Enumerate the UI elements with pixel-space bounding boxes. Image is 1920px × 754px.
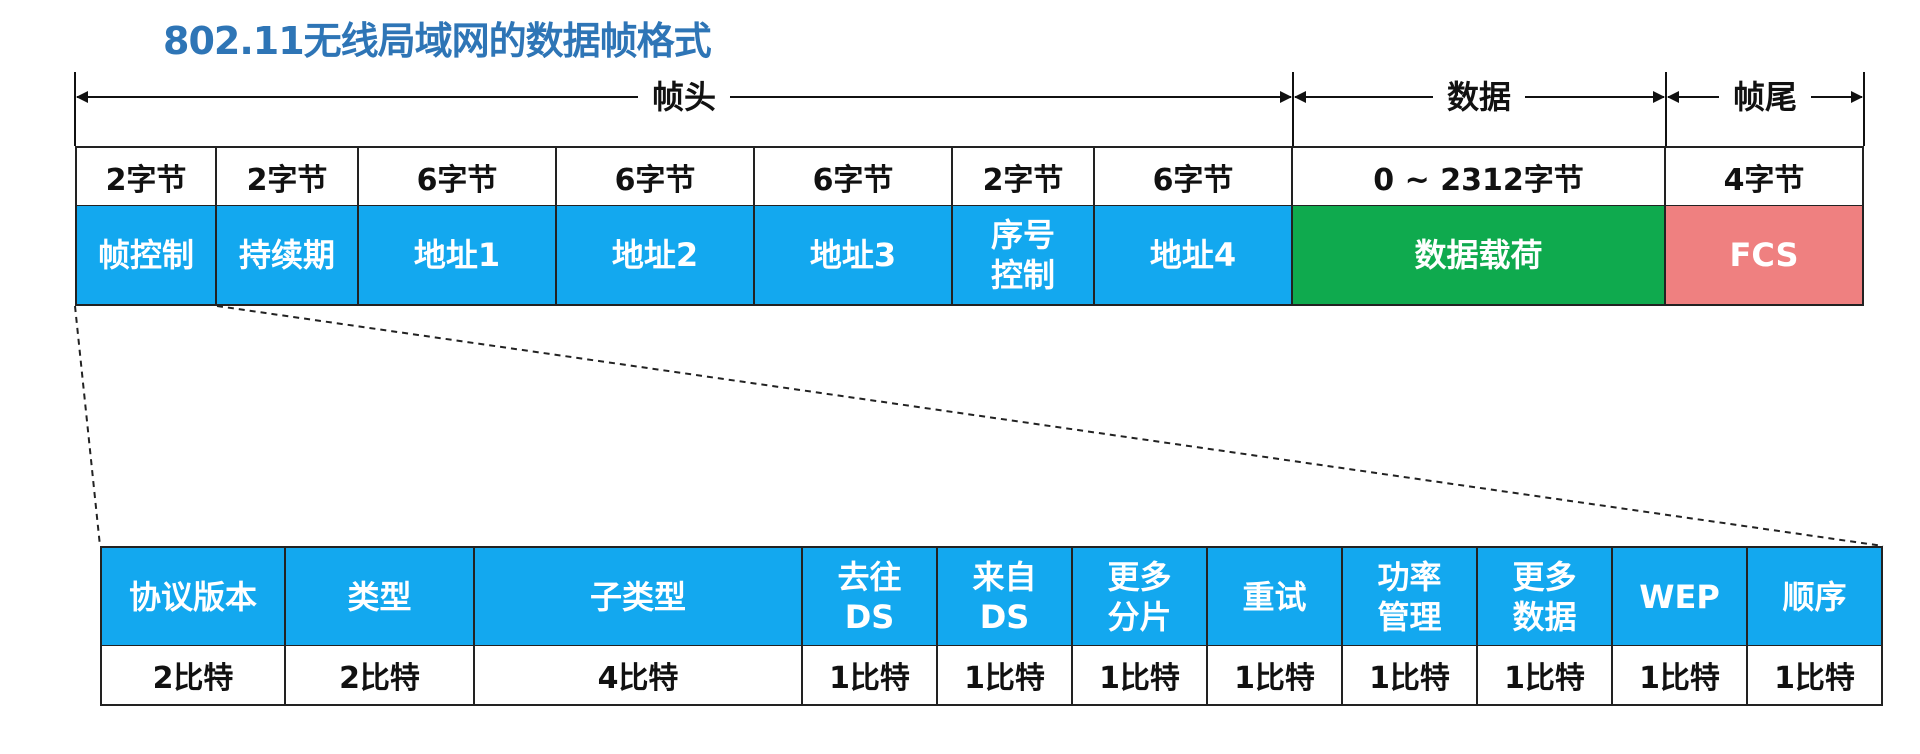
subfield-to-ds: 去往 DS 1比特 (803, 546, 938, 706)
field-sequence-control: 2字节 序号 控制 (953, 146, 1095, 306)
span-label-trailer: 帧尾 (1718, 72, 1812, 122)
field-address-1: 6字节 地址1 (359, 146, 557, 306)
subfield-subtype: 子类型 4比特 (475, 546, 803, 706)
subfield-name: 更多 数据 (1478, 546, 1613, 646)
field-address-2: 6字节 地址2 (557, 146, 755, 306)
subfield-name: WEP (1613, 546, 1748, 646)
subfield-name: 类型 (286, 546, 475, 646)
field-name: 地址1 (359, 206, 557, 306)
subfield-size: 2比特 (286, 646, 475, 706)
field-address-4: 6字节 地址4 (1095, 146, 1293, 306)
field-size: 0 ~ 2312字节 (1293, 146, 1666, 206)
expansion-line-right (216, 305, 1884, 547)
subfield-name: 更多 分片 (1073, 546, 1208, 646)
field-size: 2字节 (75, 146, 217, 206)
subfield-order: 顺序 1比特 (1748, 546, 1883, 706)
subfield-name: 协议版本 (100, 546, 286, 646)
subfield-size: 1比特 (1208, 646, 1343, 706)
subfield-power-management: 功率 管理 1比特 (1343, 546, 1478, 706)
field-name: 帧控制 (75, 206, 217, 306)
field-size: 6字节 (755, 146, 953, 206)
field-size: 6字节 (359, 146, 557, 206)
field-name: 序号 控制 (953, 206, 1095, 306)
field-size: 6字节 (557, 146, 755, 206)
field-name: 地址4 (1095, 206, 1293, 306)
field-name: FCS (1666, 206, 1864, 306)
mac-frame-table: 2字节 帧控制 2字节 持续期 6字节 地址1 6字节 地址2 6字节 地址3 … (75, 146, 1864, 306)
subfield-from-ds: 来自 DS 1比特 (938, 546, 1073, 706)
subfield-name: 子类型 (475, 546, 803, 646)
field-duration: 2字节 持续期 (217, 146, 359, 306)
frame-control-table: 协议版本 2比特 类型 2比特 子类型 4比特 去往 DS 1比特 来自 DS … (100, 546, 1883, 706)
subfield-size: 4比特 (475, 646, 803, 706)
field-size: 4字节 (1666, 146, 1864, 206)
field-size: 6字节 (1095, 146, 1293, 206)
subfield-size: 1比特 (803, 646, 938, 706)
subfield-type: 类型 2比特 (286, 546, 475, 706)
subfield-size: 1比特 (1748, 646, 1883, 706)
diagram-title: 802.11无线局域网的数据帧格式 (163, 19, 712, 63)
subfield-name: 顺序 (1748, 546, 1883, 646)
field-name: 数据载荷 (1293, 206, 1666, 306)
field-name: 持续期 (217, 206, 359, 306)
field-payload: 0 ~ 2312字节 数据载荷 (1293, 146, 1666, 306)
field-fcs: 4字节 FCS (1666, 146, 1864, 306)
expansion-line-left (74, 305, 101, 547)
subfield-more-data: 更多 数据 1比特 (1478, 546, 1613, 706)
subfield-name: 重试 (1208, 546, 1343, 646)
subfield-more-fragments: 更多 分片 1比特 (1073, 546, 1208, 706)
span-label-header: 帧头 (637, 72, 731, 122)
subfield-retry: 重试 1比特 (1208, 546, 1343, 706)
field-size: 2字节 (953, 146, 1095, 206)
subfield-size: 1比特 (1343, 646, 1478, 706)
subfield-wep: WEP 1比特 (1613, 546, 1748, 706)
span-label-data: 数据 (1432, 72, 1526, 122)
subfield-size: 1比特 (1613, 646, 1748, 706)
subfield-size: 2比特 (100, 646, 286, 706)
subfield-size: 1比特 (938, 646, 1073, 706)
field-size: 2字节 (217, 146, 359, 206)
field-name: 地址3 (755, 206, 953, 306)
field-name: 地址2 (557, 206, 755, 306)
subfield-name: 功率 管理 (1343, 546, 1478, 646)
subfield-name: 来自 DS (938, 546, 1073, 646)
subfield-size: 1比特 (1478, 646, 1613, 706)
subfield-size: 1比特 (1073, 646, 1208, 706)
subfield-name: 去往 DS (803, 546, 938, 646)
subfield-protocol-version: 协议版本 2比特 (100, 546, 286, 706)
field-frame-control: 2字节 帧控制 (75, 146, 217, 306)
field-address-3: 6字节 地址3 (755, 146, 953, 306)
